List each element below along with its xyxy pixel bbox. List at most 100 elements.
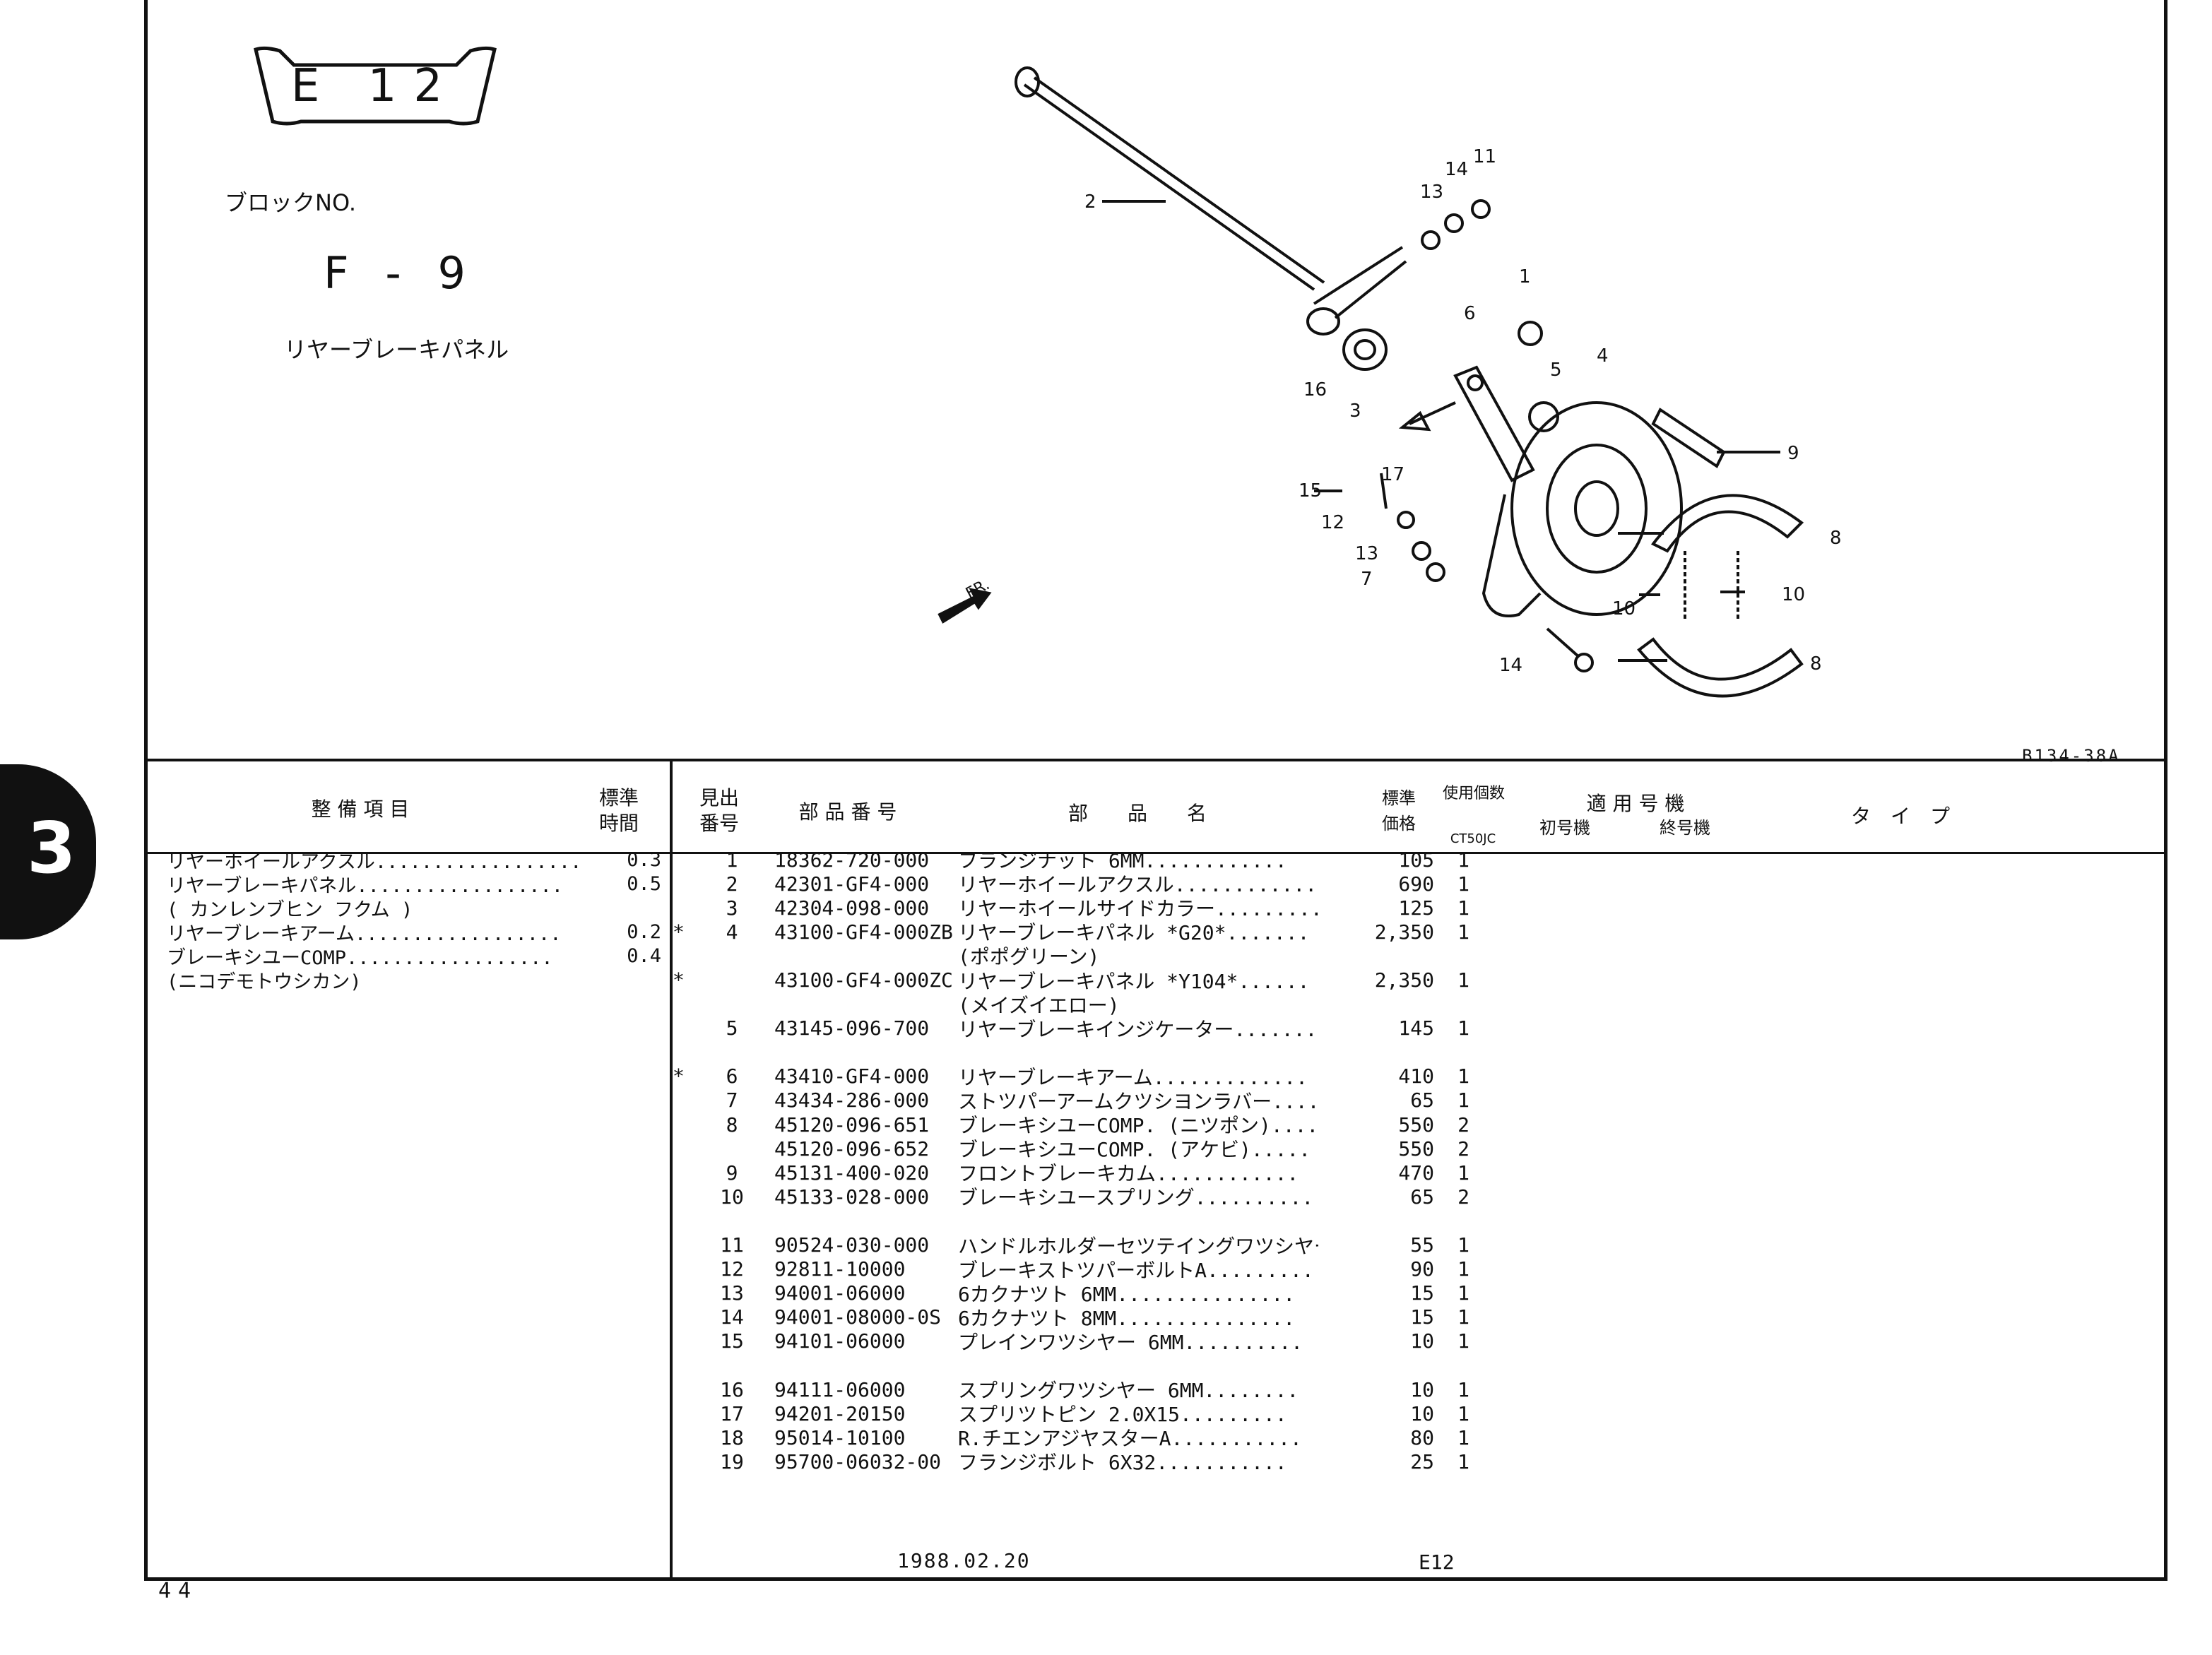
part-price: 125 [1398,896,1434,920]
callout-5: 5 [1550,360,1562,381]
part-qty: 1 [1457,1377,1469,1401]
service-time: 0.4 [627,944,661,967]
table-row: (ポポグリーン) [673,944,1478,968]
part-number: 45120-096-652 [774,1137,930,1161]
ref-number: 10 [720,1185,744,1209]
part-number: 43145-096-700 [774,1016,930,1040]
part-number: 45120-096-651 [774,1113,930,1137]
part-name: リヤーブレーキパネル *G20*....... [958,921,1310,945]
part-qty: 1 [1457,1305,1469,1329]
part-price: 90 [1410,1257,1434,1281]
ref-number: 9 [726,1161,738,1185]
service-item: リヤーブレーキパネル.................. [167,874,563,897]
service-time: 0.2 [627,920,661,943]
part-name: 6カクナツト 8MM............... [958,1306,1296,1330]
part-number: 43100-GF4-000ZB [774,920,953,944]
callout-11: 13 [1355,543,1378,564]
part-price: 10 [1410,1377,1434,1401]
model-code-header: CT50JC [1450,831,1496,846]
change-mark: * [673,968,685,992]
badge-outline [254,46,497,126]
first-unit-header: 初号機 [1539,818,1590,838]
ref-number: 18 [720,1425,744,1449]
price-header: 標準 価格 [1382,788,1416,834]
part-name: R.チエンアジヤスターA........... [958,1427,1302,1451]
part-qty: 1 [1457,1449,1469,1473]
service-time: 0.3 [627,848,661,871]
table-row: ( カンレンブヒン フクム ) [167,896,661,921]
part-name: フロントブレーキカム............ [958,1162,1299,1186]
part-number: 94201-20150 [774,1401,906,1425]
part-price: 550 [1398,1137,1434,1161]
table-top-rule [144,759,2167,761]
part-name: スプリツトピン 2.0X15......... [958,1403,1287,1427]
part-price: 25 [1410,1449,1434,1473]
diagram-drawing: 2 16 3 13 14 11 1 6 5 4 9 17 15 12 13 7 … [938,66,1842,698]
part-price: 105 [1398,848,1434,872]
part-name: ブレーキシユーCOMP. (ニツポン).... [958,1114,1318,1138]
applicable-header: 適 用 号 機 [1586,792,1685,815]
ref-no-header: 見出 番号 [699,786,739,835]
table-row: リヤーホイールアクスル.................. 0.3 [167,848,661,873]
table-row [673,1209,1478,1233]
part-name: (ポポグリーン) [958,945,1100,969]
part-qty: 1 [1457,1329,1469,1353]
part-name: フランジナット 6MM............ [958,849,1287,873]
part-qty: 1 [1457,872,1469,896]
ref-number: 3 [726,896,738,920]
table-row: リヤーブレーキアーム.................. 0.2 [167,920,661,945]
service-item: リヤーホイールアクスル.................. [167,850,582,873]
part-name: ブレーキストツパーボルトA......... [958,1258,1314,1282]
part-price: 690 [1398,872,1434,896]
exploded-parts-diagram: 2 16 3 13 14 11 1 6 5 4 9 17 15 12 13 7 … [883,57,1908,735]
part-name: プレインワツシヤー 6MM.......... [958,1330,1303,1354]
part-price: 410 [1398,1064,1434,1088]
part-qty: 1 [1457,1064,1469,1088]
ref-number: 5 [726,1016,738,1040]
part-qty: 1 [1457,848,1469,872]
part-qty: 1 [1457,1257,1469,1281]
part-number: 94101-06000 [774,1329,906,1353]
callout-3: 3 [1349,401,1361,422]
callout-10-left: 10 [1612,598,1636,619]
callout-17: 15 [1299,480,1322,502]
part-price: 15 [1410,1281,1434,1305]
service-item: リヤーブレーキアーム.................. [167,923,562,945]
part-price: 15 [1410,1305,1434,1329]
ref-number: 6 [726,1064,738,1088]
part-price: 2,350 [1374,920,1434,944]
part-price: 10 [1410,1401,1434,1425]
part-name: リヤーブレーキアーム............. [958,1065,1308,1089]
callout-19: 17 [1381,464,1404,485]
part-qty: 1 [1457,1088,1469,1113]
ref-number: 11 [720,1233,744,1257]
part-price: 145 [1398,1016,1434,1040]
part-price: 10 [1410,1329,1434,1353]
part-number: 42304-098-000 [774,896,930,920]
change-mark: * [673,1064,685,1088]
ref-number: 16 [720,1377,744,1401]
part-number: 95700-06032-00 [774,1449,942,1473]
part-qty: 2 [1457,1113,1469,1137]
table-row: リヤーブレーキパネル..................0.5 [167,872,661,897]
section-code: E 12 [290,60,460,112]
part-qty: 1 [1457,1425,1469,1449]
part-qty: 2 [1457,1137,1469,1161]
page-frame [144,0,2167,1581]
callout-10-right: 10 [1782,584,1805,605]
callout-15: 13 [1420,182,1443,203]
